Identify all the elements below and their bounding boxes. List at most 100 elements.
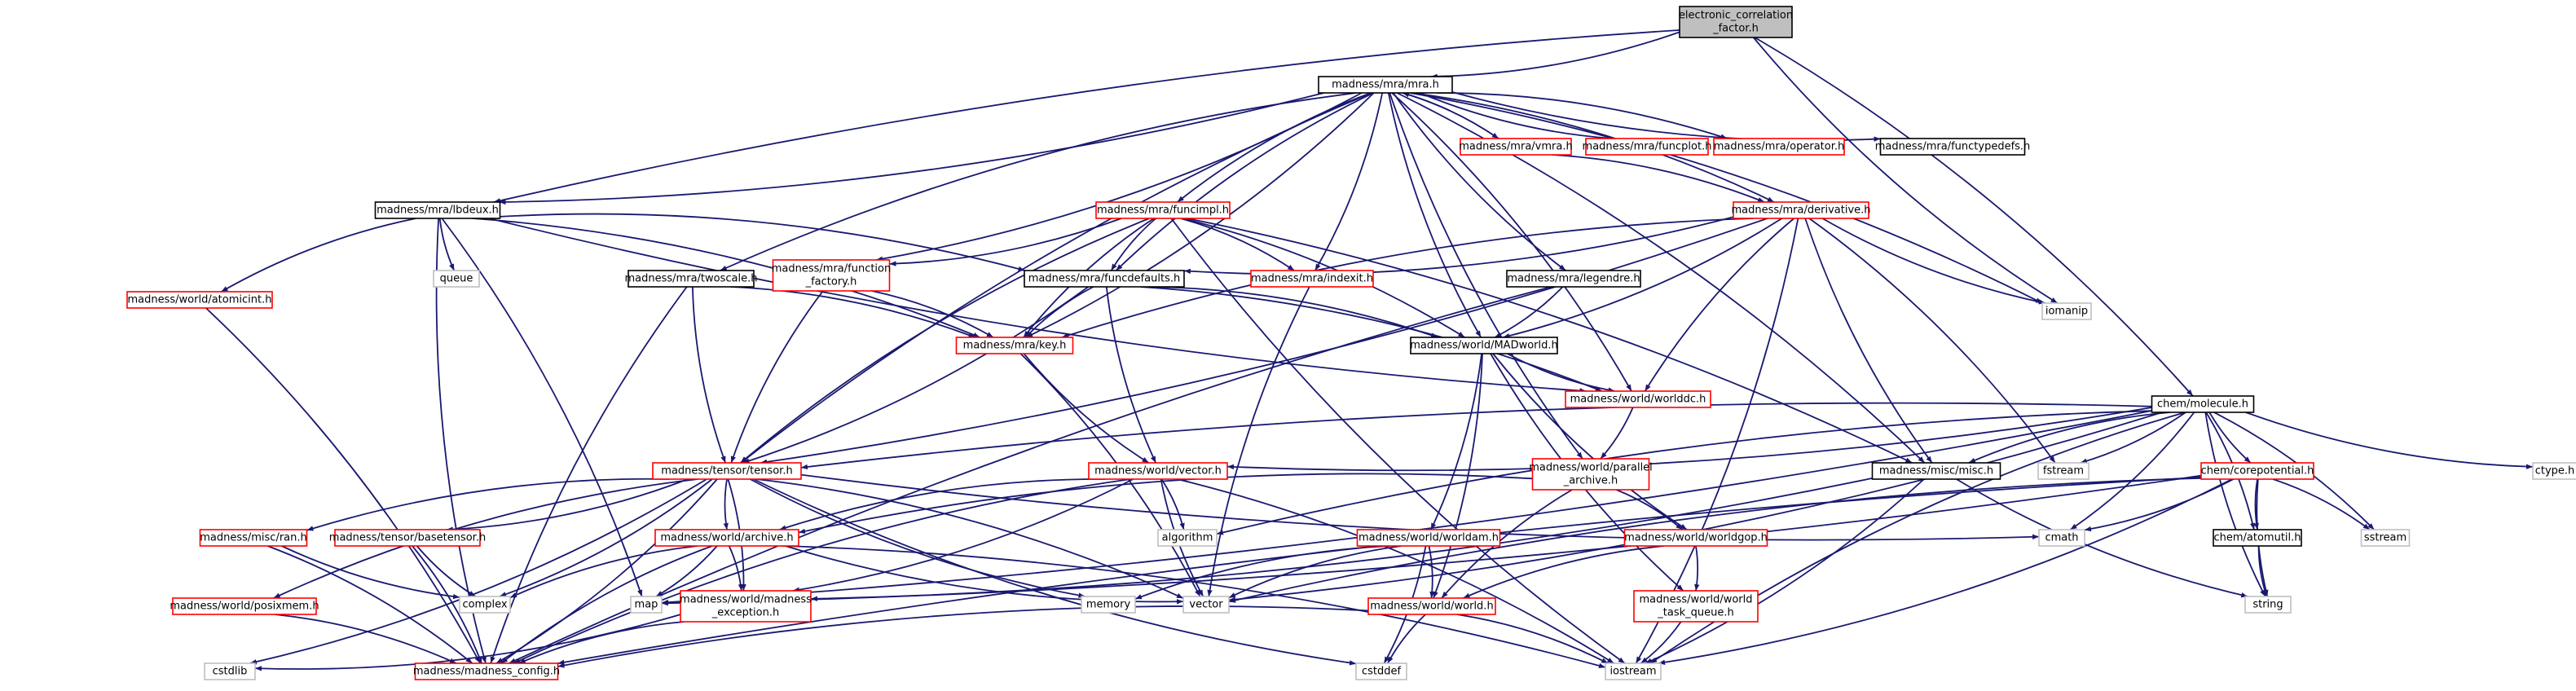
node-complex: complex [459,596,511,614]
node-vector_h[interactable]: madness/world/vector.h [1088,462,1228,480]
edge-mra-to-indexit [1314,92,1384,271]
node-worldam[interactable]: madness/world/worldam.h [1356,529,1501,547]
node-label-funcplot: madness/mra/funcplot.h [1583,141,1712,153]
node-label-ctype: ctype.h [2535,465,2575,478]
node-ctype: ctype.h [2532,462,2576,480]
node-label-parallel_archive-line0: madness/world/parallel [1529,462,1653,474]
node-ran[interactable]: madness/misc/ran.h [199,529,308,547]
edge-tensor-to-cstddef [753,478,1357,666]
node-funcimpl[interactable]: madness/mra/funcimpl.h [1095,201,1231,219]
node-vector: vector [1182,596,1230,614]
node-operator[interactable]: madness/mra/operator.h [1713,138,1845,156]
node-label-mraimpl: madness/mra/vmra.h [1459,141,1572,153]
node-mra[interactable]: madness/mra/mra.h [1318,76,1453,94]
node-box-operator [1713,138,1845,156]
node-box-world [1367,597,1496,615]
edge-vector_h-to-algorithm [1160,478,1185,530]
node-label-corepotential: chem/corepotential.h [2201,465,2314,478]
node-label-vector: vector [1189,599,1223,611]
edge-tensor-to-cstdlib [249,478,707,665]
node-label-worldgop: madness/world/worldgop.h [1624,532,1768,544]
node-box-root [1679,6,1793,38]
edge-parallel_archive-to-archive [798,473,1533,535]
node-world[interactable]: madness/world/world.h [1367,597,1496,615]
edge-mra-to-worlddc [1391,92,1632,392]
node-label-cstddef: cstddef [1362,666,1402,678]
edge-funcdefaults-to-worlddc [1140,286,1603,392]
node-basetensor[interactable]: madness/tensor/basetensor.h [329,529,486,547]
node-box-key [955,337,1074,354]
edge-tensor-to-basetensor [446,478,689,532]
node-madness_exception[interactable]: madness/world/madness_exception.h [680,590,812,623]
node-parallel_archive[interactable]: madness/world/parallel_archive.h [1529,458,1653,491]
node-misc[interactable]: madness/misc/misc.h [1871,462,2001,480]
node-funcplot[interactable]: madness/mra/funcplot.h [1583,138,1712,156]
node-label-derivative: madness/mra/derivative.h [1731,205,1870,217]
node-map: map [630,596,663,614]
node-lbdeux[interactable]: madness/mra/lbdeux.h [374,201,501,219]
edge-archive-to-map [655,545,718,597]
node-legendre[interactable]: madness/mra/legendre.h [1506,270,1641,288]
node-label-misc: madness/misc/misc.h [1879,465,1993,478]
node-box-sstream [2360,529,2411,547]
edge-world-to-madness_config [557,605,1369,668]
node-root[interactable]: electronic_correlation_factor.h [1679,6,1793,38]
node-worldgop[interactable]: madness/world/worldgop.h [1623,529,1768,547]
node-madness_config[interactable]: madness/madness_config.h [413,662,560,680]
node-atomicint[interactable]: madness/world/atomicint.h [126,291,273,309]
node-label-complex: complex [462,599,507,611]
node-mraimpl[interactable]: madness/mra/vmra.h [1459,138,1573,156]
node-label-lbdeux: madness/mra/lbdeux.h [376,205,499,217]
edge-tensor-to-complex [499,478,713,597]
node-tensor[interactable]: madness/tensor/tensor.h [652,462,802,480]
edge-derivative-to-madworld [1503,218,1783,339]
edge-mraimpl-to-mra [1402,92,1499,139]
node-key[interactable]: madness/mra/key.h [955,337,1074,354]
node-box-molecule [2151,395,2255,413]
node-function_factory[interactable]: madness/mra/function_factory.h [772,259,892,292]
edge-funcimpl-to-indexit [1180,218,1295,271]
edge-world-to-iostream [1456,614,1609,664]
node-madworld[interactable]: madness/world/MADworld.h [1410,337,1558,354]
node-layer: electronic_correlation_factor.h madness/m… [126,6,2576,680]
node-posixmem[interactable]: madness/world/posixmem.h [170,597,319,615]
edge-molecule-to-tensor [800,402,2152,470]
edge-atomicint-to-madness_config [205,307,482,664]
edge-mra-to-funcplot [1419,92,1613,141]
node-molecule[interactable]: chem/molecule.h [2151,395,2255,413]
node-label-world: madness/world/world.h [1370,601,1493,613]
node-corepotential[interactable]: chem/corepotential.h [2200,462,2314,480]
edge-derivative-to-iomanip [1821,218,2045,305]
edge-mra-to-operator [1437,92,1728,139]
node-twoscale[interactable]: madness/mra/twoscale.h [625,270,758,288]
edge-worldam-to-world [1428,545,1435,599]
node-box-complex [459,596,511,614]
edge-derivative-to-fstream [1808,218,2056,464]
node-label-cstdlib: cstdlib [213,666,248,678]
node-archive[interactable]: madness/world/archive.h [654,529,799,547]
node-atomutil[interactable]: chem/atomutil.h [2213,529,2302,547]
node-label-map: map [635,599,658,611]
node-funcdefaults[interactable]: madness/mra/funcdefaults.h [1024,270,1185,288]
node-worlddc[interactable]: madness/world/worlddc.h [1565,390,1711,408]
node-label-atomicint: madness/world/atomicint.h [128,294,272,306]
node-world_task_queue[interactable]: madness/world/world_task_queue.h [1633,590,1759,623]
node-indexit[interactable]: madness/mra/indexit.h [1250,270,1374,288]
edge-madworld-to-worldgop [1492,353,1688,530]
edge-mra-to-derivative [1411,92,1775,203]
node-derivative[interactable]: madness/mra/derivative.h [1731,201,1871,219]
node-box-corepotential [2200,462,2314,480]
node-functypedefs[interactable]: madness/mra/functypedefs.h [1875,138,2031,156]
node-queue: queue [433,270,480,288]
edge-archive-to-madness_exception [728,545,744,592]
edge-mra-to-tensor [740,92,1372,464]
node-label-twoscale: madness/mra/twoscale.h [625,273,758,285]
node-label-funcimpl: madness/mra/funcimpl.h [1097,205,1229,217]
node-label-madworld: madness/world/MADworld.h [1410,340,1558,352]
node-string: string [2244,596,2292,614]
edge-tensor-to-ran [306,478,670,531]
node-label-molecule: chem/molecule.h [2157,398,2248,411]
node-label-indexit: madness/mra/indexit.h [1251,273,1373,285]
edge-key-to-vector_h [1023,353,1150,464]
edge-derivative-to-worlddc [1644,218,1794,392]
